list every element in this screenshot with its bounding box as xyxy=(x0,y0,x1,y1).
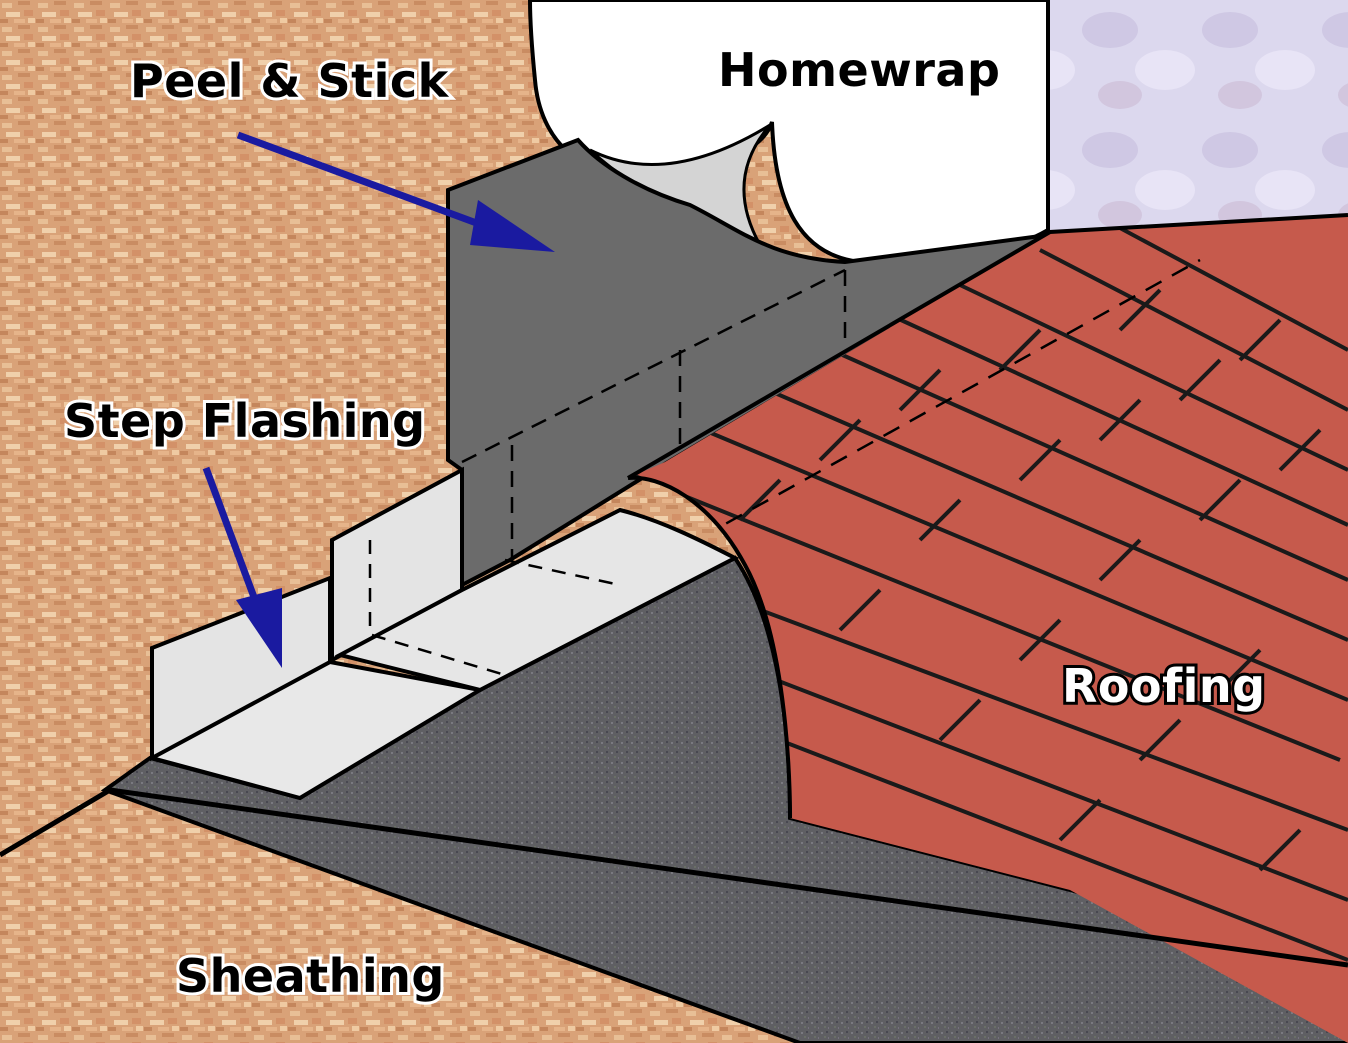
label-homewrap: Homewrap xyxy=(718,43,1000,97)
arrow-icon xyxy=(202,466,282,668)
label-peel-stick: Peel & Stick xyxy=(130,54,450,108)
roof-deck-edge xyxy=(0,787,1348,968)
label-sheathing: Sheathing xyxy=(176,949,445,1003)
arrow-icon xyxy=(236,131,555,252)
step-flashing-base-2 xyxy=(334,507,740,693)
label-roofing: Roofing xyxy=(1062,659,1266,713)
sky-background xyxy=(1050,0,1348,232)
roof-curl-edge xyxy=(627,475,793,819)
roof-wall-line xyxy=(626,213,1348,480)
peel-stick-dash xyxy=(461,268,847,558)
label-step-flashing: Step Flashing xyxy=(64,394,426,448)
step-flashing-dash xyxy=(368,540,621,677)
